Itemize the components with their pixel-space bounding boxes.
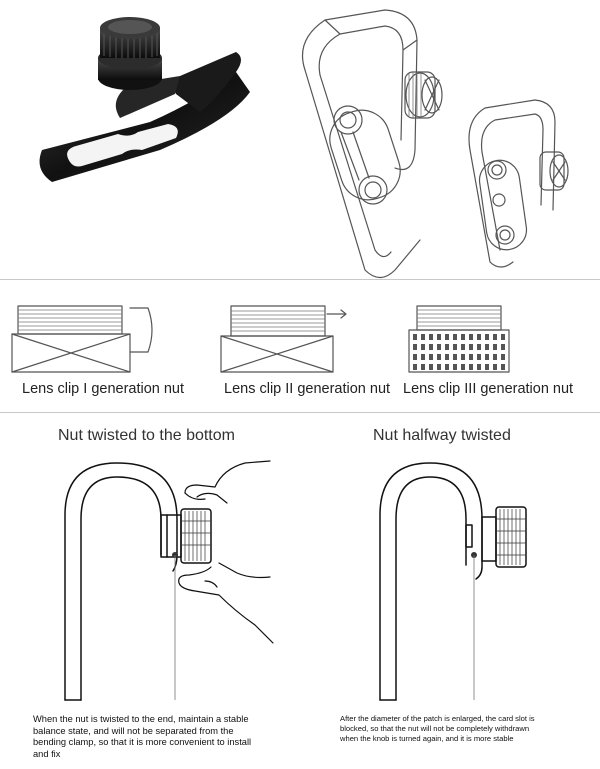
state-title-halfway: Nut halfway twisted xyxy=(373,427,511,444)
gen3-label: Lens clip III generation nut xyxy=(403,381,574,397)
nut-sketch-gen1 xyxy=(10,300,160,380)
clip-diagram-bottom xyxy=(55,455,275,710)
section-divider-middle xyxy=(0,412,600,413)
nut-sketch-gen3 xyxy=(405,300,525,380)
section-divider-top xyxy=(0,279,600,280)
state-caption-bottom: When the nut is twisted to the end, main… xyxy=(33,714,252,759)
state-caption-halfway: After the diameter of the patch is enlar… xyxy=(340,714,535,743)
state-title-bottom: Nut twisted to the bottom xyxy=(58,427,235,444)
product-photo xyxy=(0,0,285,210)
gen1-label: Lens clip I generation nut xyxy=(22,381,185,397)
clip-diagram-halfway xyxy=(370,455,570,710)
perspective-sketches xyxy=(285,0,600,279)
nut-sketch-gen2 xyxy=(215,300,365,380)
gen2-label: Lens clip II generation nut xyxy=(224,381,391,397)
